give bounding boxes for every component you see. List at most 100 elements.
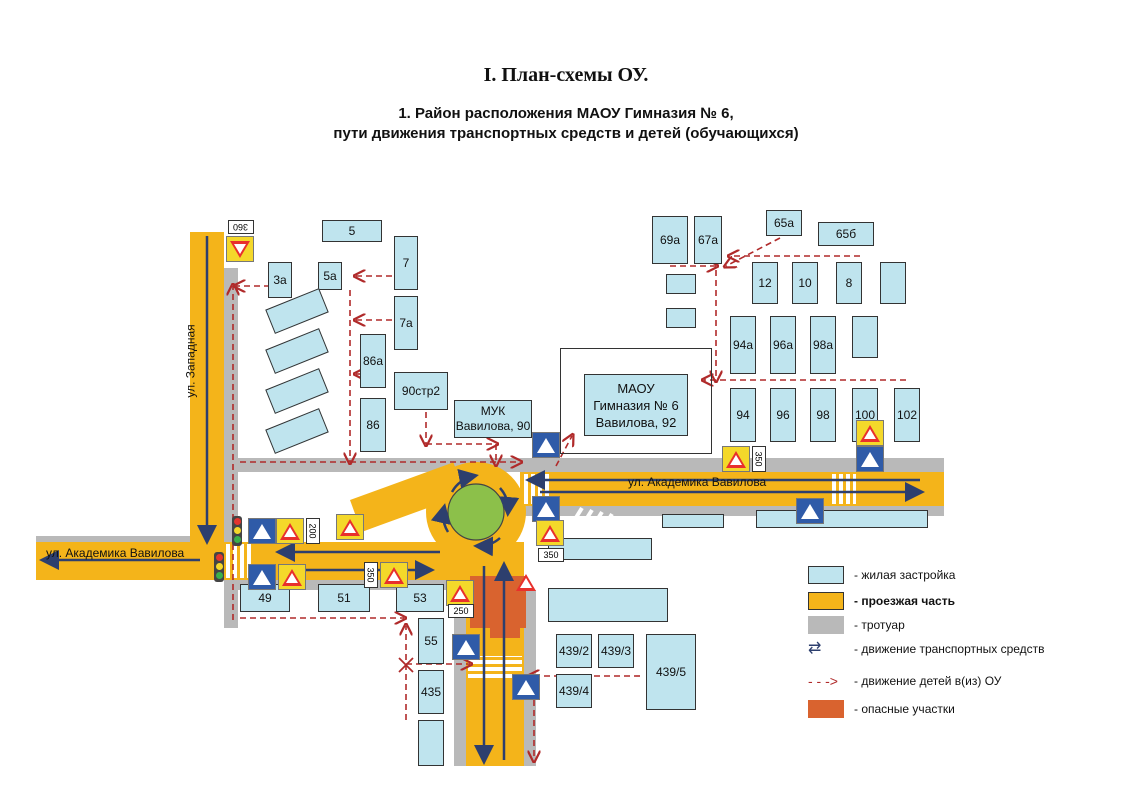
children-sign-west-lower: [278, 564, 306, 590]
children-sign-east: [536, 520, 564, 546]
building-67a: 67а: [694, 216, 722, 264]
street-label-zapadnaya: ул. Западная: [183, 324, 198, 398]
muk-name: МУК: [480, 404, 506, 418]
warning-sign-south: [516, 574, 536, 591]
building-439-2: 439/2: [556, 634, 592, 668]
building-muk: МУК Вавилова, 90: [454, 400, 532, 438]
legend-traffic: ⇄- движение транспортных средств: [808, 640, 1045, 657]
building-south-east-2: [756, 510, 928, 528]
road-vavilova-right: [520, 472, 944, 506]
building-3a: 3а: [268, 262, 292, 298]
legend-roadway: - проезжая часть: [808, 592, 955, 610]
building-96a: 96а: [770, 316, 796, 374]
building-5: 5: [322, 220, 382, 242]
building-439-4: 439/4: [556, 674, 592, 708]
legend-children: - - ->- движение детей в(из) ОУ: [808, 673, 1002, 689]
traffic-arrow-roundabout-2: [499, 487, 520, 517]
sidewalk-south-horizontal: [520, 506, 944, 516]
traffic-arrow-roundabout-4: [430, 503, 451, 533]
street-label-vavilova-left: ул. Академика Вавилова: [46, 546, 185, 560]
roundabout-island: [447, 483, 505, 541]
street-label-vavilova-right: ул. Академика Вавилова: [628, 475, 767, 489]
building-98a: 98а: [810, 316, 836, 374]
crosswalk-sign-south-1: [452, 634, 480, 660]
building-5a: 5а: [318, 262, 342, 290]
building-7a: 7а: [394, 296, 418, 350]
children-sign-west: [276, 518, 304, 544]
map-subtitle-line2: пути движения транспортных средств и дет…: [333, 125, 799, 142]
children-sign-53: [446, 580, 474, 606]
building-65b: 65б: [818, 222, 874, 246]
building-small-2: [666, 308, 696, 328]
crosswalk-sign-muk: [532, 432, 560, 458]
building-7: 7: [394, 236, 418, 290]
building-65a: 65а: [766, 210, 802, 236]
crosswalk-sign-east-2: [856, 446, 884, 472]
crosswalk-west: [226, 544, 252, 578]
speed-sign-350-east: 350: [538, 548, 564, 562]
legend-swatch-danger: [808, 700, 844, 718]
legend-dashed-arrow-icon: - - ->: [808, 673, 838, 689]
building-86: 86: [360, 398, 386, 452]
building-439-5: 439/5: [646, 634, 696, 710]
legend-swatch-housing: [808, 566, 844, 584]
building-12: 12: [752, 262, 778, 304]
page-title: I. План-схемы ОУ.: [483, 64, 649, 86]
speed-sign-350-school: 350: [752, 446, 766, 472]
building-53: 53: [396, 584, 444, 612]
legend-sidewalk: - тротуар: [808, 616, 905, 634]
building-96: 96: [770, 388, 796, 442]
traffic-arrow-roundabout-3: [473, 536, 501, 557]
traffic-light-west-1: [232, 516, 242, 546]
child-path-to-school: [555, 436, 572, 467]
building-school: МАОУ Гимназия № 6 Вавилова, 92: [584, 374, 688, 436]
school-address: Вавилова, 92: [595, 414, 677, 430]
speed-sign-250: 250: [448, 604, 474, 618]
building-86a: 86а: [360, 334, 386, 388]
building-extra-east: [880, 262, 906, 304]
crosswalk-sign-east-3: [796, 498, 824, 524]
school-type: МАОУ: [617, 380, 655, 396]
speed-sign-350-lower: 350: [364, 562, 378, 588]
building-south-small: [418, 720, 444, 766]
legend-swatch-sidewalk: [808, 616, 844, 634]
building-94a: 94а: [730, 316, 756, 374]
crosswalk-south: [468, 656, 522, 678]
crosswalk-sign-west-1: [248, 518, 276, 544]
give-way-sign-north: [226, 236, 254, 262]
crosswalk-sign-east-1: [532, 496, 560, 522]
building-8: 8: [836, 262, 862, 304]
children-sign-100: [856, 420, 884, 446]
building-435: 435: [418, 670, 444, 714]
speed-sign-360: 360: [228, 220, 254, 234]
legend-danger: - опасные участки: [808, 700, 955, 718]
map-subtitle-line1: 1. Район расположения МАОУ Гимназия № 6,: [398, 105, 734, 122]
speed-sign-200: 200: [306, 518, 320, 544]
school-grounds: [560, 348, 712, 454]
children-sign-diagonal: [336, 514, 364, 540]
building-10: 10: [792, 262, 818, 304]
building-small-1: [666, 274, 696, 294]
children-sign-lower: [380, 562, 408, 588]
building-51: 51: [318, 584, 370, 612]
crosswalk-sign-west-2: [248, 564, 276, 590]
crosswalk-sign-south-2: [512, 674, 540, 700]
muk-address: Вавилова, 90: [455, 419, 531, 433]
building-94: 94: [730, 388, 756, 442]
legend-swatch-roadway: [808, 592, 844, 610]
legend-arrows-icon: ⇄: [808, 640, 822, 657]
building-south-east-1: [662, 514, 724, 528]
building-south-central-2: [548, 588, 668, 622]
building-east-98a-right: [852, 316, 878, 358]
traffic-light-west-2: [214, 552, 224, 582]
sidewalk-left-edge: [36, 536, 226, 542]
building-69a: 69а: [652, 216, 688, 264]
building-90str2: 90стр2: [394, 372, 448, 410]
traffic-arrow-roundabout-1: [450, 469, 479, 493]
school-name: Гимназия № 6: [593, 397, 679, 413]
building-102: 102: [894, 388, 920, 442]
children-sign-school: [722, 446, 750, 472]
building-439-3: 439/3: [598, 634, 634, 668]
legend-housing: - жилая застройка: [808, 566, 955, 584]
